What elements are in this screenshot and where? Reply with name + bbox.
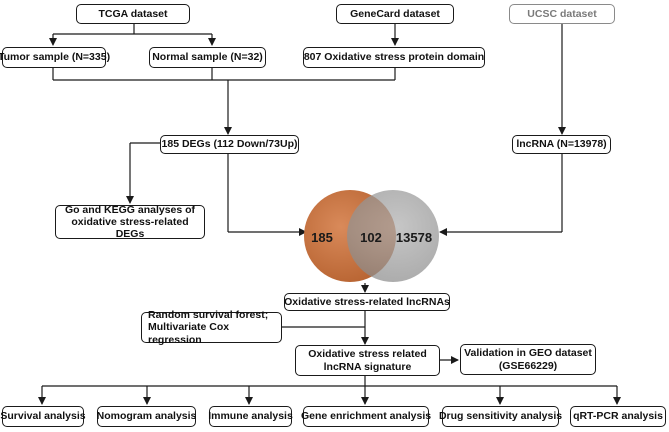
venn-diagram: 185 102 13578 (304, 190, 439, 282)
rsf-line1: Random survival forest; (148, 309, 269, 322)
venn-right-count: 13578 (396, 230, 432, 245)
signature-line1: Oxidative stress related (308, 348, 427, 361)
degs-box: 185 DEGs (112 Down/73Up) (160, 135, 299, 154)
tumor-sample-box: Tumor sample (N=335) (0, 47, 110, 68)
tcga-dataset-box: TCGA dataset (76, 4, 190, 24)
drug-sensitivity-box: Drug sensitivity analysis (439, 406, 562, 427)
oxidative-lncrnas-box: Oxidative stress-related lncRNAs (284, 293, 450, 311)
lncrna-box: lncRNA (N=13978) (512, 135, 611, 154)
lncrna-signature-box: Oxidative stress related lncRNA signatur… (295, 345, 440, 376)
go-kegg-line1: Go and KEGG analyses of (64, 203, 196, 216)
geo-line2: (GSE66229) (498, 359, 558, 372)
rsf-cox-box: Random survival forest; Multivariate Cox… (141, 309, 282, 346)
survival-analysis-box: Survival analysis (0, 406, 86, 427)
go-kegg-line2: oxidative stress-related DEGs (71, 215, 189, 241)
geo-line1: Validation in GEO dataset (464, 347, 592, 360)
nomogram-analysis-box: Nomogram analysis (97, 406, 196, 427)
normal-sample-box: Normal sample (N=32) (149, 47, 266, 68)
immune-analysis-box: Immune analysis (208, 406, 293, 427)
geo-validation-box: Validation in GEO dataset (GSE66229) (460, 344, 596, 375)
venn-right-circle (347, 190, 439, 282)
venn-left-count: 185 (311, 230, 333, 245)
genecard-dataset-box: GeneCard dataset (336, 4, 454, 24)
rsf-line2: Multivariate Cox regression (148, 321, 230, 346)
go-kegg-box: Go and KEGG analyses of oxidative stress… (55, 203, 205, 241)
venn-overlap-count: 102 (360, 230, 382, 245)
signature-line2: lncRNA signature (323, 360, 412, 373)
gene-enrichment-box: Gene enrichment analysis (301, 406, 431, 427)
oxidative-protein-domain-box: 807 Oxidative stress protein domain (303, 47, 485, 68)
ucsc-dataset-box: UCSC dataset (509, 4, 615, 24)
qrtpcr-analysis-box: qRT-PCR analysis (570, 406, 666, 427)
